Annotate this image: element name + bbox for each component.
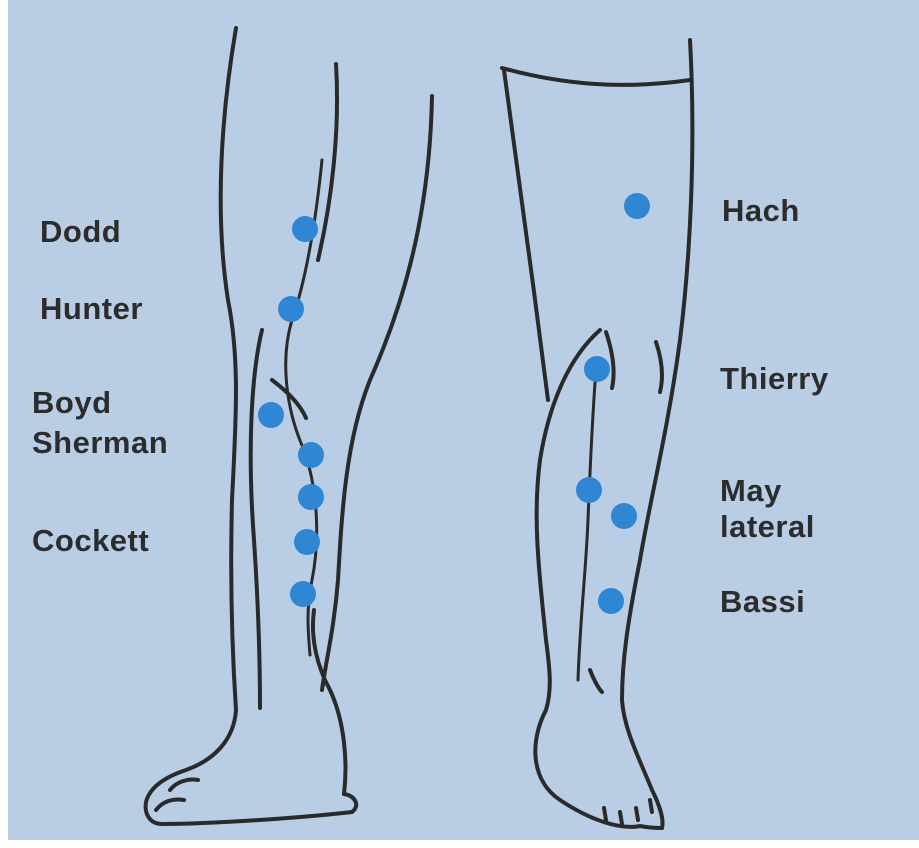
- label-may: May: [720, 474, 782, 508]
- marker-thierry: [584, 356, 610, 382]
- marker-hach: [624, 193, 650, 219]
- marker-bassi: [598, 588, 624, 614]
- marker-may: [576, 477, 602, 503]
- label-boyd: Boyd: [32, 386, 112, 420]
- label-lateral: lateral: [720, 510, 815, 544]
- label-sherman: Sherman: [32, 426, 168, 460]
- marker-dodd: [292, 216, 318, 242]
- marker-hunter: [278, 296, 304, 322]
- label-hunter: Hunter: [40, 292, 143, 326]
- marker-cockett-3: [294, 529, 320, 555]
- label-dodd: Dodd: [40, 215, 121, 249]
- label-thierry: Thierry: [720, 362, 829, 396]
- label-bassi: Bassi: [720, 585, 805, 619]
- label-hach: Hach: [722, 194, 800, 228]
- marker-boyd: [258, 402, 284, 428]
- label-cockett: Cockett: [32, 524, 149, 558]
- marker-cockett-2: [298, 484, 324, 510]
- marker-lateral: [611, 503, 637, 529]
- marker-cockett-1: [298, 442, 324, 468]
- left-leg-outline: [146, 28, 432, 824]
- right-leg-outline: [502, 40, 692, 828]
- marker-cockett-4: [290, 581, 316, 607]
